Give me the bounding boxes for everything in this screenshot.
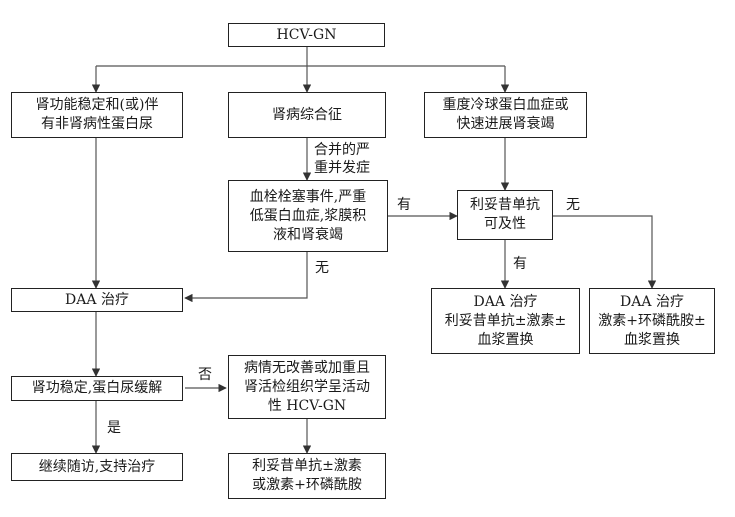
node-thromboembolic-events: 血栓栓塞事件,严重 低蛋白血症,浆膜积 液和肾衰竭 xyxy=(228,180,388,252)
node-daa-treatment: DAA 治疗 xyxy=(11,288,183,312)
label-no-renal: 否 xyxy=(198,367,212,383)
label-no-rituximab: 无 xyxy=(566,197,580,213)
label-severe-complication: 合并的严 重并发症 xyxy=(314,142,370,176)
node-nephrotic-syndrome: 肾病综合征 xyxy=(228,92,386,138)
label-no-thrombo: 无 xyxy=(315,260,329,276)
label-yes-rituximab: 有 xyxy=(513,256,527,272)
node-rituximab-availability: 利妥昔单抗 可及性 xyxy=(457,190,553,240)
node-follow-up: 继续随访,支持治疗 xyxy=(11,453,183,481)
node-daa-rituximab: DAA 治疗 利妥昔单抗±激素± 血浆置换 xyxy=(431,288,580,354)
node-rituximab-treatment: 利妥昔单抗±激素 或激素+环磷酰胺 xyxy=(228,453,386,499)
node-stable-renal-function: 肾功能稳定和(或)伴 有非肾病性蛋白尿 xyxy=(11,92,183,138)
edge-ritux-no xyxy=(553,215,657,289)
edge-thrombo-daa xyxy=(184,252,308,303)
label-yes-renal: 是 xyxy=(107,420,121,436)
node-hcv-gn: HCV-GN xyxy=(228,23,385,47)
label-yes-thrombo: 有 xyxy=(397,197,411,213)
node-renal-stable-remission: 肾功稳定,蛋白尿缓解 xyxy=(11,376,183,401)
node-no-improvement: 病情无改善或加重且 肾活检组织学呈活动 性 HCV-GN xyxy=(228,355,386,419)
node-daa-cyclophosphamide: DAA 治疗 激素+环磷酰胺± 血浆置换 xyxy=(589,288,715,354)
node-severe-cryoglobulinemia: 重度冷球蛋白血症或 快速进展肾衰竭 xyxy=(424,92,587,138)
